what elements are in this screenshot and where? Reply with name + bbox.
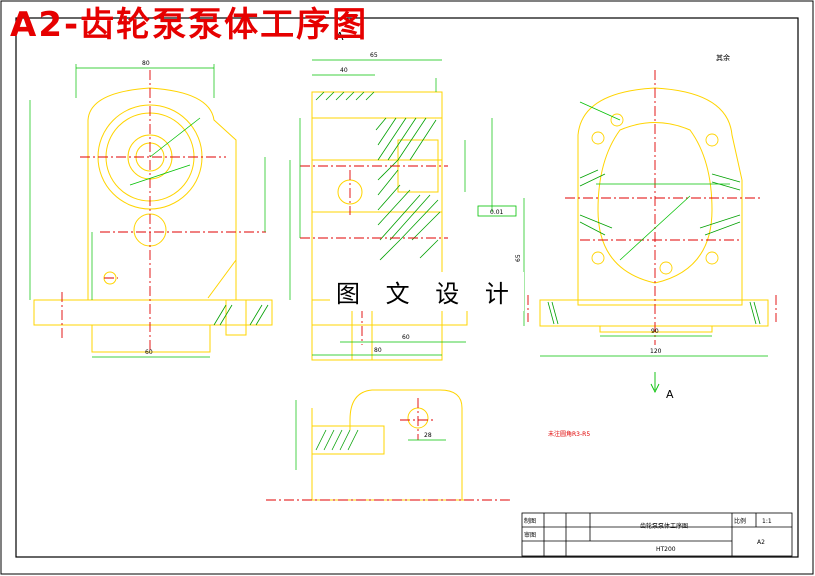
title-block-scale-label: 比例 — [734, 517, 746, 525]
view-a — [539, 87, 769, 333]
tolerance-value: 0.01 — [490, 209, 504, 216]
drawing-border — [15, 17, 799, 558]
tolerance-frame — [477, 205, 517, 217]
detail-dimensions — [295, 400, 446, 470]
dim-28: 28 — [424, 432, 432, 439]
section-view — [311, 91, 468, 361]
view-a-hatch — [547, 169, 761, 325]
section-dimensions — [289, 59, 493, 356]
title-block-drawn: 制图 — [524, 517, 536, 525]
detail-centerlines — [266, 398, 512, 501]
dim-40: 40 — [340, 67, 348, 74]
section-label: A- — [336, 30, 347, 43]
surface-finish-note: 其余 — [716, 53, 730, 62]
front-view — [33, 87, 273, 353]
title-block-checked: 审图 — [524, 531, 536, 539]
title-block-material: HT200 — [656, 546, 676, 553]
view-label-a: A — [666, 388, 674, 401]
drawing-title: A2-齿轮泵泵体工序图 — [10, 5, 369, 45]
dim-80-mid: 80 — [374, 347, 382, 354]
view-a-centerlines — [527, 70, 777, 345]
front-centerlines — [61, 70, 266, 350]
front-hatch — [213, 304, 269, 326]
section-hatch — [315, 91, 441, 261]
title-block — [521, 512, 793, 557]
technical-note: 未注圆角R3-R5 — [548, 430, 590, 438]
dim-60-mid: 60 — [402, 334, 410, 341]
watermark-text: 图 文 设 计 — [330, 272, 524, 311]
section-centerlines — [300, 165, 448, 345]
view-a-holes — [591, 113, 719, 275]
title-block-scale: 1:1 — [762, 518, 772, 525]
detail-hatch — [315, 429, 359, 451]
dim-65: 65 — [370, 52, 378, 59]
dim-65-side: 65 — [515, 254, 522, 262]
title-block-name: 齿轮泵泵体工序图 — [640, 522, 688, 530]
dim-80-top: 80 — [142, 60, 150, 67]
view-a-dimensions — [523, 101, 768, 357]
dim-120: 120 — [650, 348, 662, 355]
title-block-code: A2 — [757, 539, 765, 546]
view-a-arrow — [650, 372, 660, 394]
dim-60-bottom: 60 — [145, 349, 153, 356]
detail-view — [305, 389, 470, 501]
front-dimensions — [29, 64, 266, 358]
dim-90: 90 — [651, 328, 659, 335]
